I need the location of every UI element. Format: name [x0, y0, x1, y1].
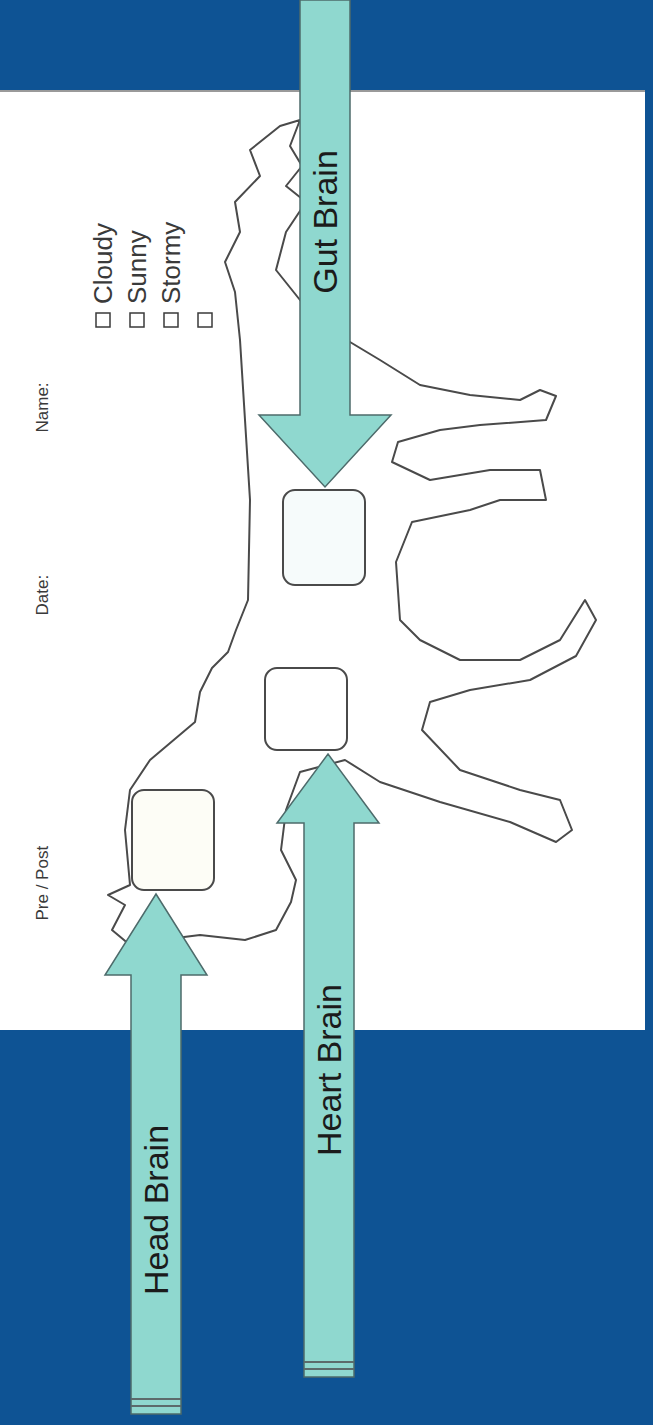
arrow-label: Heart Brain: [309, 984, 349, 1156]
arrow-label: Gut Brain: [305, 150, 345, 294]
arrow-stripe: [304, 1368, 354, 1370]
arrow-body: [259, 0, 391, 487]
arrow-callout: Heart Brain: [276, 753, 380, 1377]
form-field-label: Date:: [32, 574, 53, 615]
checkbox: [96, 313, 110, 327]
form-field-label: Pre / Post: [32, 845, 53, 920]
arrow-label: Head Brain: [136, 1125, 176, 1295]
arrow-stripe: [304, 1361, 354, 1363]
arrow-stripe: [131, 1398, 181, 1400]
checkbox-label: Sunny: [122, 230, 152, 304]
arrow-callout: Gut Brain: [258, 0, 392, 488]
gut-box: [283, 490, 365, 585]
checkbox-label: Cloudy: [88, 223, 118, 304]
arrow-stripe: [131, 1405, 181, 1407]
checkbox: [198, 313, 212, 327]
arrow-body: [105, 894, 207, 1414]
checkbox: [164, 313, 178, 327]
arrow-callout: Head Brain: [104, 893, 208, 1414]
arrow-body: [277, 754, 379, 1377]
checkbox-label: Stormy: [156, 222, 186, 304]
checkbox: [130, 313, 144, 327]
heart-box: [265, 668, 347, 750]
head-box: [132, 790, 214, 890]
form-field-label: Name:: [32, 382, 53, 432]
